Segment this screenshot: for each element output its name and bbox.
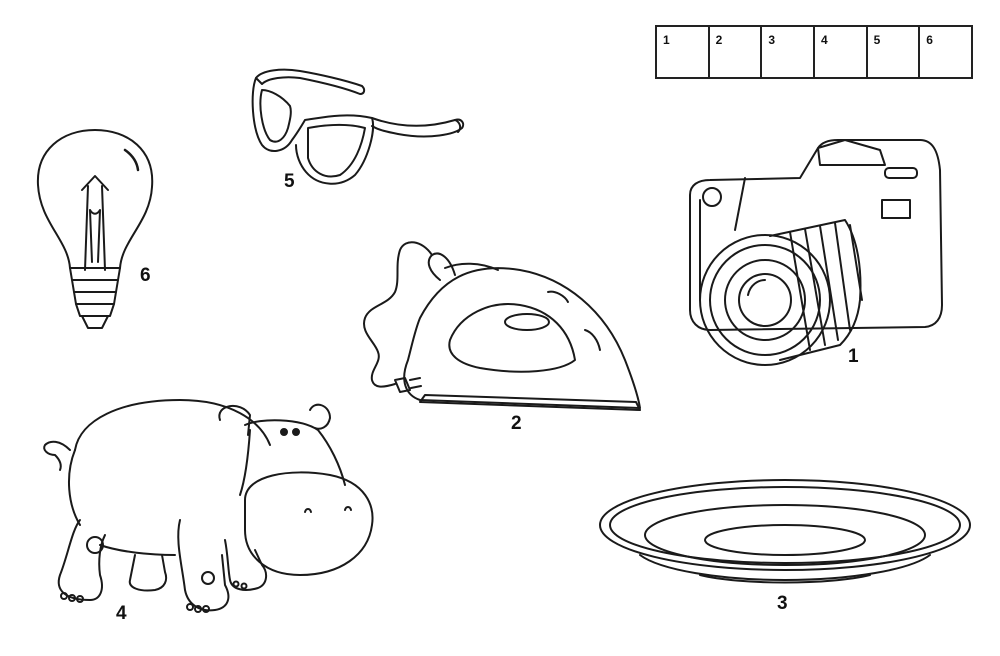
glasses-number-label: 5 <box>284 171 295 192</box>
plate-number-label: 3 <box>777 593 788 614</box>
iron-number-label: 2 <box>511 413 522 434</box>
answer-cell-5[interactable]: 5 <box>865 25 921 79</box>
camera-drawing <box>689 139 943 366</box>
bulb-number-label: 6 <box>140 265 151 286</box>
hippo-drawing <box>43 399 374 613</box>
iron-drawing <box>363 241 641 411</box>
answer-cell-3[interactable]: 3 <box>760 25 815 79</box>
hippo-number-label: 4 <box>116 603 127 624</box>
answer-row: 1 2 3 4 5 6 <box>655 25 973 79</box>
light-bulb-drawing <box>36 129 154 329</box>
plate-drawing <box>599 479 971 584</box>
answer-cell-2[interactable]: 2 <box>707 25 763 79</box>
sunglasses-drawing <box>251 68 465 185</box>
answer-cell-4[interactable]: 4 <box>812 25 868 79</box>
answer-table: 1 2 3 4 5 6 <box>655 25 973 79</box>
camera-number-label: 1 <box>848 346 859 367</box>
answer-cell-6[interactable]: 6 <box>918 25 973 79</box>
answer-cell-1[interactable]: 1 <box>655 25 710 79</box>
